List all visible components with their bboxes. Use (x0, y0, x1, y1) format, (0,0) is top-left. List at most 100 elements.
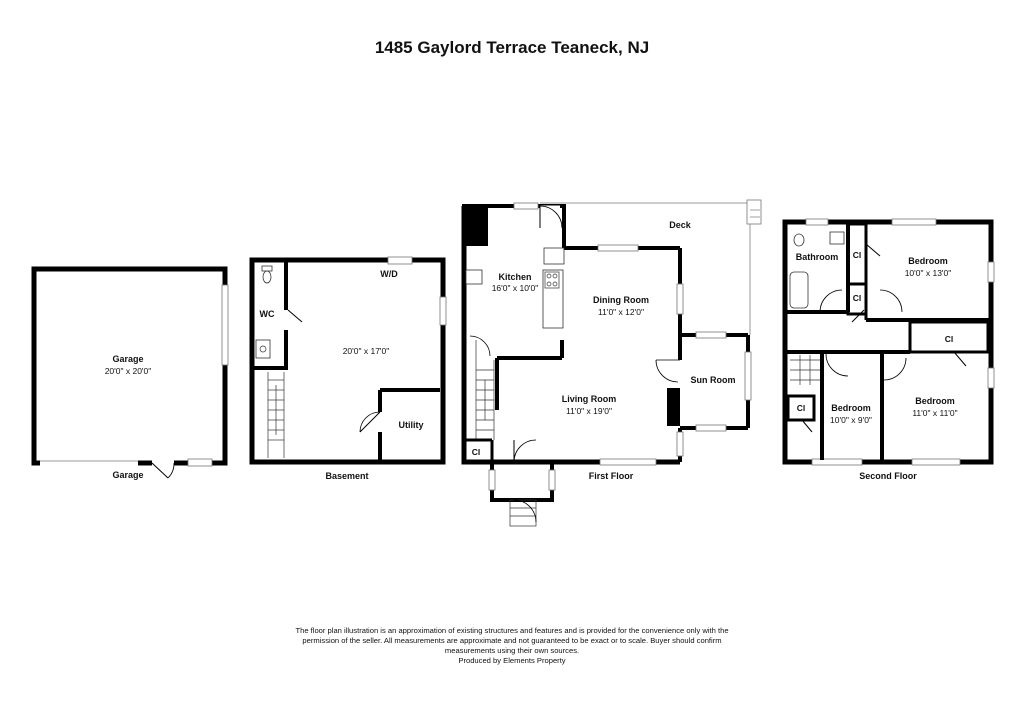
chimney-block (462, 204, 488, 246)
fridge (543, 247, 565, 265)
deck-door-swing (539, 205, 563, 229)
sunroom-label: Sun Room (691, 375, 736, 385)
bed1-door-swing (879, 289, 903, 313)
closet-right (908, 320, 990, 354)
wd-label: W/D (380, 269, 398, 279)
closet-right-label: Cl (945, 334, 954, 344)
basement-right-window (439, 296, 447, 326)
basement-room-dims: 20'0" x 17'0" (343, 346, 390, 356)
entry-vestibule (490, 462, 554, 502)
first-floor-label: First Floor (589, 471, 634, 481)
bed1-top-window (891, 218, 937, 226)
garage-entry-door-gap (152, 459, 174, 467)
second-floor-label: Second Floor (859, 471, 917, 481)
basement-top-window (387, 256, 413, 265)
bed2-bottom-window (811, 458, 863, 466)
bedroom2-label: Bedroom (831, 403, 871, 413)
first-floor-stairs (475, 340, 495, 440)
garage-floor-label: Garage (112, 470, 143, 480)
wc-sink (255, 339, 271, 359)
utility-label: Utility (398, 420, 423, 430)
first-floor-closet-label: Cl (472, 447, 481, 457)
deck-steps (746, 199, 762, 225)
wc-wall-upper (284, 262, 288, 310)
closet-bed2-label: Cl (797, 403, 806, 413)
second-floor-walls (782, 219, 994, 465)
front-steps (509, 499, 537, 527)
bedroom2-dims: 10'0" x 9'0" (830, 415, 872, 425)
disclaimer-line-1: The floor plan illustration is an approx… (295, 626, 729, 635)
kitchen-label: Kitchen (498, 272, 531, 282)
dining-dims: 11'0" x 12'0" (598, 307, 644, 317)
bedroom1-label: Bedroom (908, 256, 948, 266)
disclaimer-line-3: measurements using their own sources. (444, 646, 580, 655)
garage-plan: Garage 20'0" x 20'0" Garage (31, 266, 229, 480)
producer-credit: Produced by Elements Property (458, 656, 566, 665)
bath-toilet (793, 233, 805, 247)
basement-floor-label: Basement (325, 471, 368, 481)
wc-door (287, 309, 303, 323)
bath-door-swing (819, 289, 843, 313)
stove-icon (544, 271, 560, 289)
disclaimer: The floor plan illustration is an approx… (250, 626, 774, 666)
deck-label: Deck (669, 220, 692, 230)
bath-window (805, 218, 829, 226)
sunroom-bottom-window (695, 424, 727, 432)
sunroom-door-swing (655, 359, 680, 383)
closet-bed2 (786, 394, 816, 422)
wc-toilet-tank (261, 265, 273, 272)
utility-door (359, 411, 381, 433)
garage-door-swing (167, 462, 175, 479)
first-floor-left-wall (461, 206, 562, 465)
garage-room-name: Garage (112, 354, 143, 364)
utility-door-swing (359, 411, 381, 433)
living-dims: 11'0" x 19'0" (566, 406, 612, 416)
bathtub (789, 271, 809, 309)
sunroom-right-window (744, 351, 752, 401)
stair-door-swing (469, 335, 491, 357)
living-label: Living Room (562, 394, 617, 404)
wc-wall-lower (284, 330, 288, 368)
bath-sink (829, 231, 845, 245)
closet-mid-label: Cl (853, 293, 862, 303)
basement-walls (249, 257, 446, 465)
wc-label: WC (260, 309, 275, 319)
dining-label: Dining Room (593, 295, 649, 305)
bedroom3-label: Bedroom (915, 396, 955, 406)
garage-room-dims: 20'0" x 20'0" (105, 366, 152, 376)
fireplace (667, 388, 680, 426)
bed3-bottom-window (911, 458, 961, 466)
wc-bottom-wall (254, 366, 288, 370)
bedroom3-dims: 11'0" x 11'0" (912, 408, 957, 418)
bed2-door-swing (825, 353, 849, 377)
dining-right-window (676, 283, 684, 315)
living-bottom-window (599, 458, 657, 466)
garage-side-window (221, 284, 229, 366)
entry-door-swing (513, 439, 537, 463)
dining-top-window (597, 244, 639, 252)
kitchen-dims: 16'0" x 10'0" (492, 283, 539, 293)
kitchen-sink (465, 269, 483, 285)
garage-bottom-window (187, 458, 213, 467)
second-floor-plan: Bathroom Cl Cl Cl Cl Bedroom 10'0" x 13'… (782, 218, 995, 481)
bedroom1-dims: 10'0" x 13'0" (905, 268, 952, 278)
kitchen-counter (542, 269, 564, 329)
kitchen-top-window (513, 202, 539, 210)
bed3-right-window (987, 367, 995, 389)
basement-plan: WC W/D 20'0" x 17'0" Utility Basement (249, 256, 447, 481)
page-title: 1485 Gaylord Terrace Teaneck, NJ (375, 38, 649, 57)
first-floor-plan: Deck Kitchen 16'0" x 10'0" Dining Room 1… (461, 199, 762, 527)
closet-top-label: Cl (853, 250, 862, 260)
sunroom-top-window (695, 331, 727, 339)
bed3-door-swing (883, 357, 907, 381)
wc-sink-basin (259, 345, 267, 353)
garage-entry-door (151, 462, 169, 479)
disclaimer-line-2: permission of the seller. All measuremen… (302, 636, 722, 645)
wc-toilet-bowl (262, 270, 272, 284)
second-floor-stairs (790, 355, 820, 385)
garage-door-opening (40, 459, 138, 467)
deck-outline (540, 202, 751, 335)
living-right-window (676, 431, 684, 457)
basement-stairs (267, 372, 285, 458)
